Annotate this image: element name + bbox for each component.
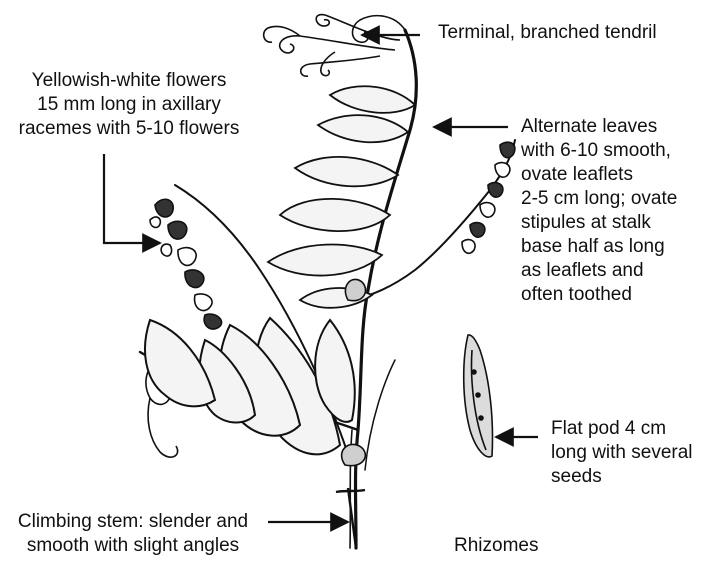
pod-label-line: long with several: [551, 441, 693, 465]
upper-leaflets: [268, 86, 415, 308]
flowers-label: Yellowish-white flowers 15 mm long in ax…: [4, 69, 254, 141]
leaves-label-line: base half as long: [521, 235, 677, 259]
left-flower-raceme: [150, 199, 222, 329]
leaves-label: Alternate leaves with 6-10 smooth, ovate…: [521, 115, 677, 307]
leaves-label-line: often toothed: [521, 283, 677, 307]
stem-label-line: smooth with slight angles: [2, 534, 264, 558]
leaves-label-line: as leaflets and: [521, 259, 677, 283]
flowers-arrow: [104, 154, 160, 243]
leaves-label-line: Alternate leaves: [521, 115, 677, 139]
pod-label: Flat pod 4 cm long with several seeds: [551, 417, 693, 489]
lower-leaflets: [145, 318, 355, 454]
flowers-label-line: racemes with 5-10 flowers: [4, 117, 254, 141]
leaves-label-line: 2-5 cm long; ovate: [521, 187, 677, 211]
stem-label: Climbing stem: slender and smooth with s…: [2, 510, 264, 558]
pod-label-line: Flat pod 4 cm: [551, 417, 693, 441]
rhizomes-label: Rhizomes: [454, 534, 538, 558]
pod-drawing: [464, 335, 493, 457]
flowers-label-line: Yellowish-white flowers: [4, 69, 254, 93]
pod-label-line: seeds: [551, 465, 693, 489]
right-flower-raceme: [462, 142, 515, 253]
stem-label-line: Climbing stem: slender and: [2, 510, 264, 534]
leaves-label-line: stipules at stalk: [521, 211, 677, 235]
leaves-label-line: with 6-10 smooth,: [521, 139, 677, 163]
tendril-label: Terminal, branched tendril: [438, 21, 657, 45]
flowers-label-line: 15 mm long in axillary: [4, 93, 254, 117]
leaves-label-line: ovate leaflets: [521, 163, 677, 187]
